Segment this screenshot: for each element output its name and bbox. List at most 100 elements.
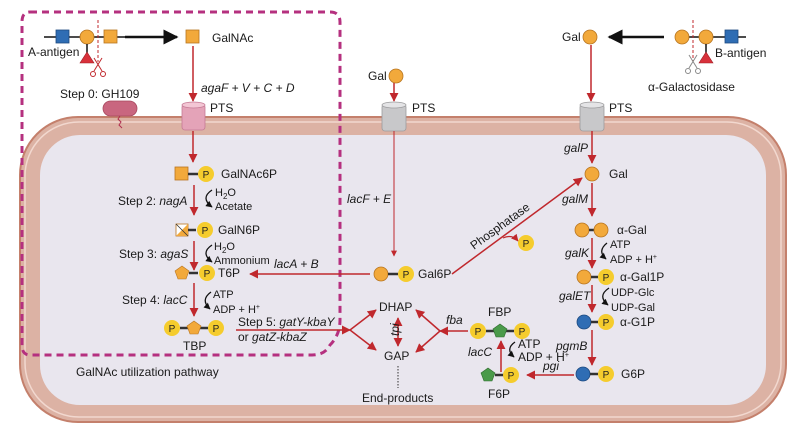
lacab-label: lacA + B — [274, 257, 319, 271]
fructose-pentagon-icon — [492, 323, 508, 338]
gal-right-label: Gal — [562, 30, 581, 44]
tagatose-pentagon-icon — [174, 265, 190, 280]
step3-gene: agaS — [160, 247, 188, 261]
lacc-adp: ADP + H+ — [518, 350, 569, 364]
gal6p-molecule: P — [373, 266, 414, 282]
phosphate-label: P — [403, 270, 410, 281]
a-antigen-label: A-antigen — [28, 45, 79, 59]
phosphate-icon — [518, 235, 534, 251]
lacc-label: lacC — [468, 345, 492, 359]
galnac-pathway-label: GalNAc utilization pathway — [76, 365, 219, 379]
galactose-circle-icon — [574, 222, 590, 238]
gh109-anchor — [117, 115, 123, 129]
h-label: H — [214, 241, 222, 253]
galet-label: galET — [559, 289, 592, 303]
phosphate-label: P — [523, 239, 530, 250]
galnac-pathway-boundary — [20, 10, 342, 357]
fucose-triangle-icon — [79, 51, 95, 64]
fba-to-dhap-arrow — [415, 309, 441, 332]
galnac-square-icon — [103, 29, 118, 44]
phosphate-icon — [198, 166, 214, 182]
phosphate-label: P — [204, 269, 211, 280]
pts3-label: PTS — [609, 101, 632, 115]
pts-transporter-3 — [579, 101, 605, 132]
end-products-label: End-products — [362, 391, 433, 405]
galet-udp-glc: UDP-Glc — [611, 287, 655, 299]
step3-water: H2O — [214, 241, 235, 255]
phosphate-icon — [199, 265, 215, 281]
alpha-galactosidase-label: α-Galactosidase — [648, 80, 735, 94]
adp-text: ADP + H — [610, 254, 653, 266]
phosphate-label: P — [475, 327, 482, 338]
o-label: O — [226, 241, 235, 253]
adp-text: ADP + H — [518, 350, 565, 364]
alpha-g1p-label: α-G1P — [620, 315, 655, 329]
pts-transporter-2 — [381, 101, 407, 132]
galnac6p-label: GalNAc6P — [221, 167, 277, 181]
galactose-circle-icon — [388, 68, 404, 84]
step2-water: H2O — [215, 187, 236, 201]
h-label: H — [215, 187, 223, 199]
g6p-molecule: P — [575, 366, 614, 382]
pgmb-label: pgmB — [555, 339, 587, 353]
fructose-pentagon-icon — [480, 367, 496, 382]
sub-2: 2 — [223, 192, 228, 201]
step2-acetate: Acetate — [215, 201, 252, 213]
galactose-circle-icon — [674, 29, 690, 45]
phosphate-label: P — [603, 273, 610, 284]
galet-cofactor-arrow — [601, 287, 610, 306]
phosphate-icon — [598, 269, 614, 285]
step0-label: Step 0: GH109 — [60, 87, 140, 101]
gal-mid-label: Gal — [368, 69, 387, 83]
galnac-label: GalNAc — [212, 31, 253, 45]
step4-label: Step 4: lacC — [122, 293, 188, 307]
step5-prefix: Step 5: — [238, 315, 279, 329]
pts2-label: PTS — [412, 101, 435, 115]
sup-plus: + — [565, 352, 569, 359]
gal-label: Gal — [609, 167, 628, 181]
step4-prefix: Step 4: — [122, 293, 163, 307]
lacfe-label: lacF + E — [347, 192, 392, 206]
phosphate-label: P — [519, 327, 526, 338]
step4-adp: ADP + H+ — [213, 304, 260, 316]
lacc-cofactor-arrow — [507, 341, 516, 358]
scissors-icon — [90, 57, 106, 77]
glcnac-square-icon — [724, 29, 739, 44]
tagatose-pentagon-icon — [186, 320, 202, 335]
fba-label: fba — [446, 313, 463, 327]
phosphate-label: P — [202, 226, 209, 237]
phosphate-icon — [398, 266, 414, 282]
galn6p-molecule: P — [175, 222, 213, 238]
galnac6p-molecule: P — [174, 166, 214, 182]
pgi-label: pgi — [542, 359, 559, 373]
scissors-icon — [685, 54, 701, 74]
phosphate-release-arrow — [502, 233, 519, 242]
step1-genes: agaF + V + C + D — [201, 81, 295, 95]
phosphate-label: P — [508, 371, 515, 382]
a-antigen-glycan — [44, 20, 125, 77]
f6p-label: F6P — [488, 387, 510, 401]
galactose-circle-icon — [79, 29, 95, 45]
step3-ammonium: Ammonium — [214, 255, 270, 267]
fbp-molecule: P P — [470, 323, 530, 339]
sup-plus: + — [653, 254, 657, 261]
phosphate-icon — [598, 366, 614, 382]
step2-prefix: Step 2: — [118, 194, 159, 208]
galm-label: galM — [562, 192, 588, 206]
phosphate-label: P — [169, 324, 176, 335]
tpi-label: tpi — [388, 323, 402, 336]
step5-label-1: Step 5: gatY-kbaY — [238, 315, 336, 329]
phosphate-label: P — [603, 318, 610, 329]
o-label: O — [227, 187, 236, 199]
adp-text: ADP + H — [213, 304, 256, 316]
fbp-label: FBP — [488, 305, 511, 319]
phosphatase-arrow — [451, 177, 583, 275]
step5-label-2: or gatZ-kbaZ — [238, 330, 307, 344]
b-antigen-label: B-antigen — [715, 46, 766, 60]
sub-2: 2 — [222, 246, 227, 255]
glucose-circle-icon — [575, 366, 591, 382]
galet-udp-gal: UDP-Gal — [611, 302, 655, 314]
galactose-circle-icon — [582, 29, 598, 45]
phosphate-icon — [164, 320, 180, 336]
